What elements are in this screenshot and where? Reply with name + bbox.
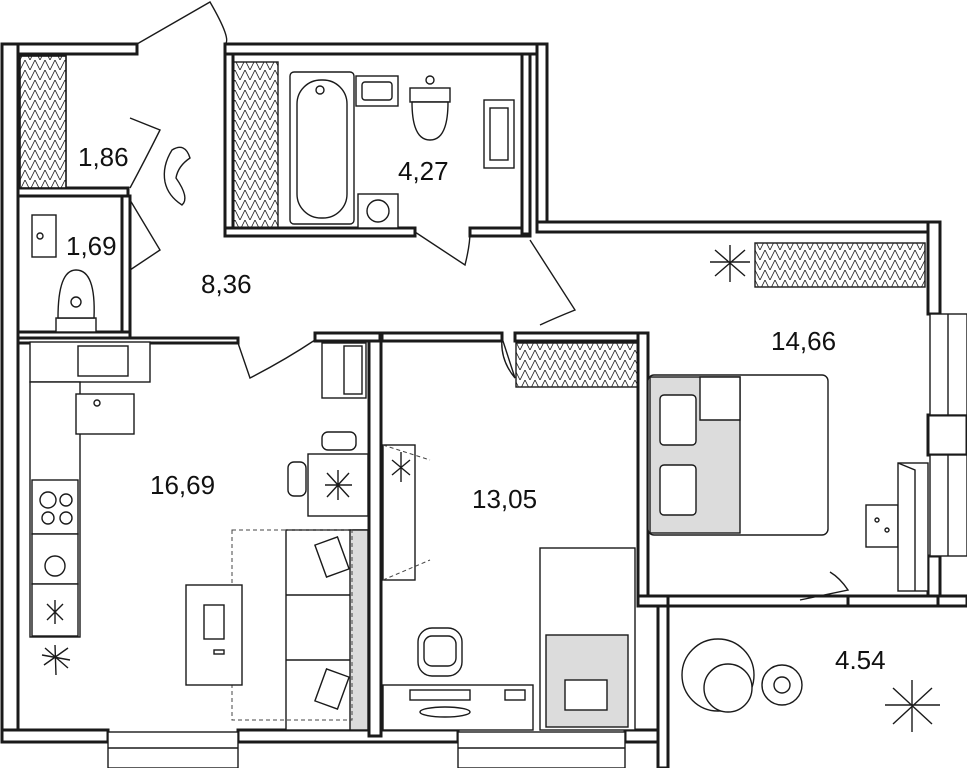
area-balcony: 4.54 xyxy=(835,645,886,675)
area-hall: 8,36 xyxy=(201,269,252,299)
sink-icon xyxy=(31,214,57,258)
sofa-icon xyxy=(231,529,369,731)
area-wc: 1,69 xyxy=(66,231,117,261)
desk-icon xyxy=(185,584,243,686)
armchair-icon xyxy=(681,638,803,713)
doors xyxy=(129,1,850,601)
bed-icon xyxy=(647,374,829,536)
stove-icon xyxy=(31,479,79,535)
area-room: 13,05 xyxy=(472,484,537,514)
sink-icon xyxy=(355,75,399,107)
oven-icon xyxy=(31,533,79,585)
towel-rail-icon xyxy=(483,99,515,169)
plant-icon xyxy=(41,644,71,676)
kitchen-sink-icon xyxy=(75,393,135,435)
windows xyxy=(107,313,967,768)
plant-icon xyxy=(710,245,750,282)
area-bedroom: 14,66 xyxy=(771,326,836,356)
toilet-icon xyxy=(55,269,97,333)
washing-machine-icon xyxy=(357,193,399,229)
area-storage: 1,86 xyxy=(78,142,129,172)
toilet-icon xyxy=(409,75,451,141)
dining-table-icon xyxy=(287,431,369,517)
wardrobe-icon xyxy=(515,342,639,388)
desk-icon xyxy=(382,684,534,731)
interior-walls xyxy=(16,52,940,738)
chair-icon xyxy=(417,627,463,677)
bathtub-icon xyxy=(289,71,355,225)
bed-icon xyxy=(539,547,636,731)
shelf-icon xyxy=(321,342,367,399)
fridge-icon xyxy=(31,583,79,637)
area-bathroom: 4,27 xyxy=(398,156,449,186)
area-kitchen-living: 16,69 xyxy=(150,470,215,500)
plant-icon xyxy=(885,680,940,732)
tv-stand-icon xyxy=(382,444,431,581)
wardrobe-icon xyxy=(232,61,279,229)
wardrobe-icon xyxy=(754,242,926,288)
dog-icon xyxy=(163,146,191,206)
wardrobe-icon xyxy=(19,55,67,189)
sideboard-icon xyxy=(897,462,929,592)
nightstand-icon xyxy=(865,504,899,548)
